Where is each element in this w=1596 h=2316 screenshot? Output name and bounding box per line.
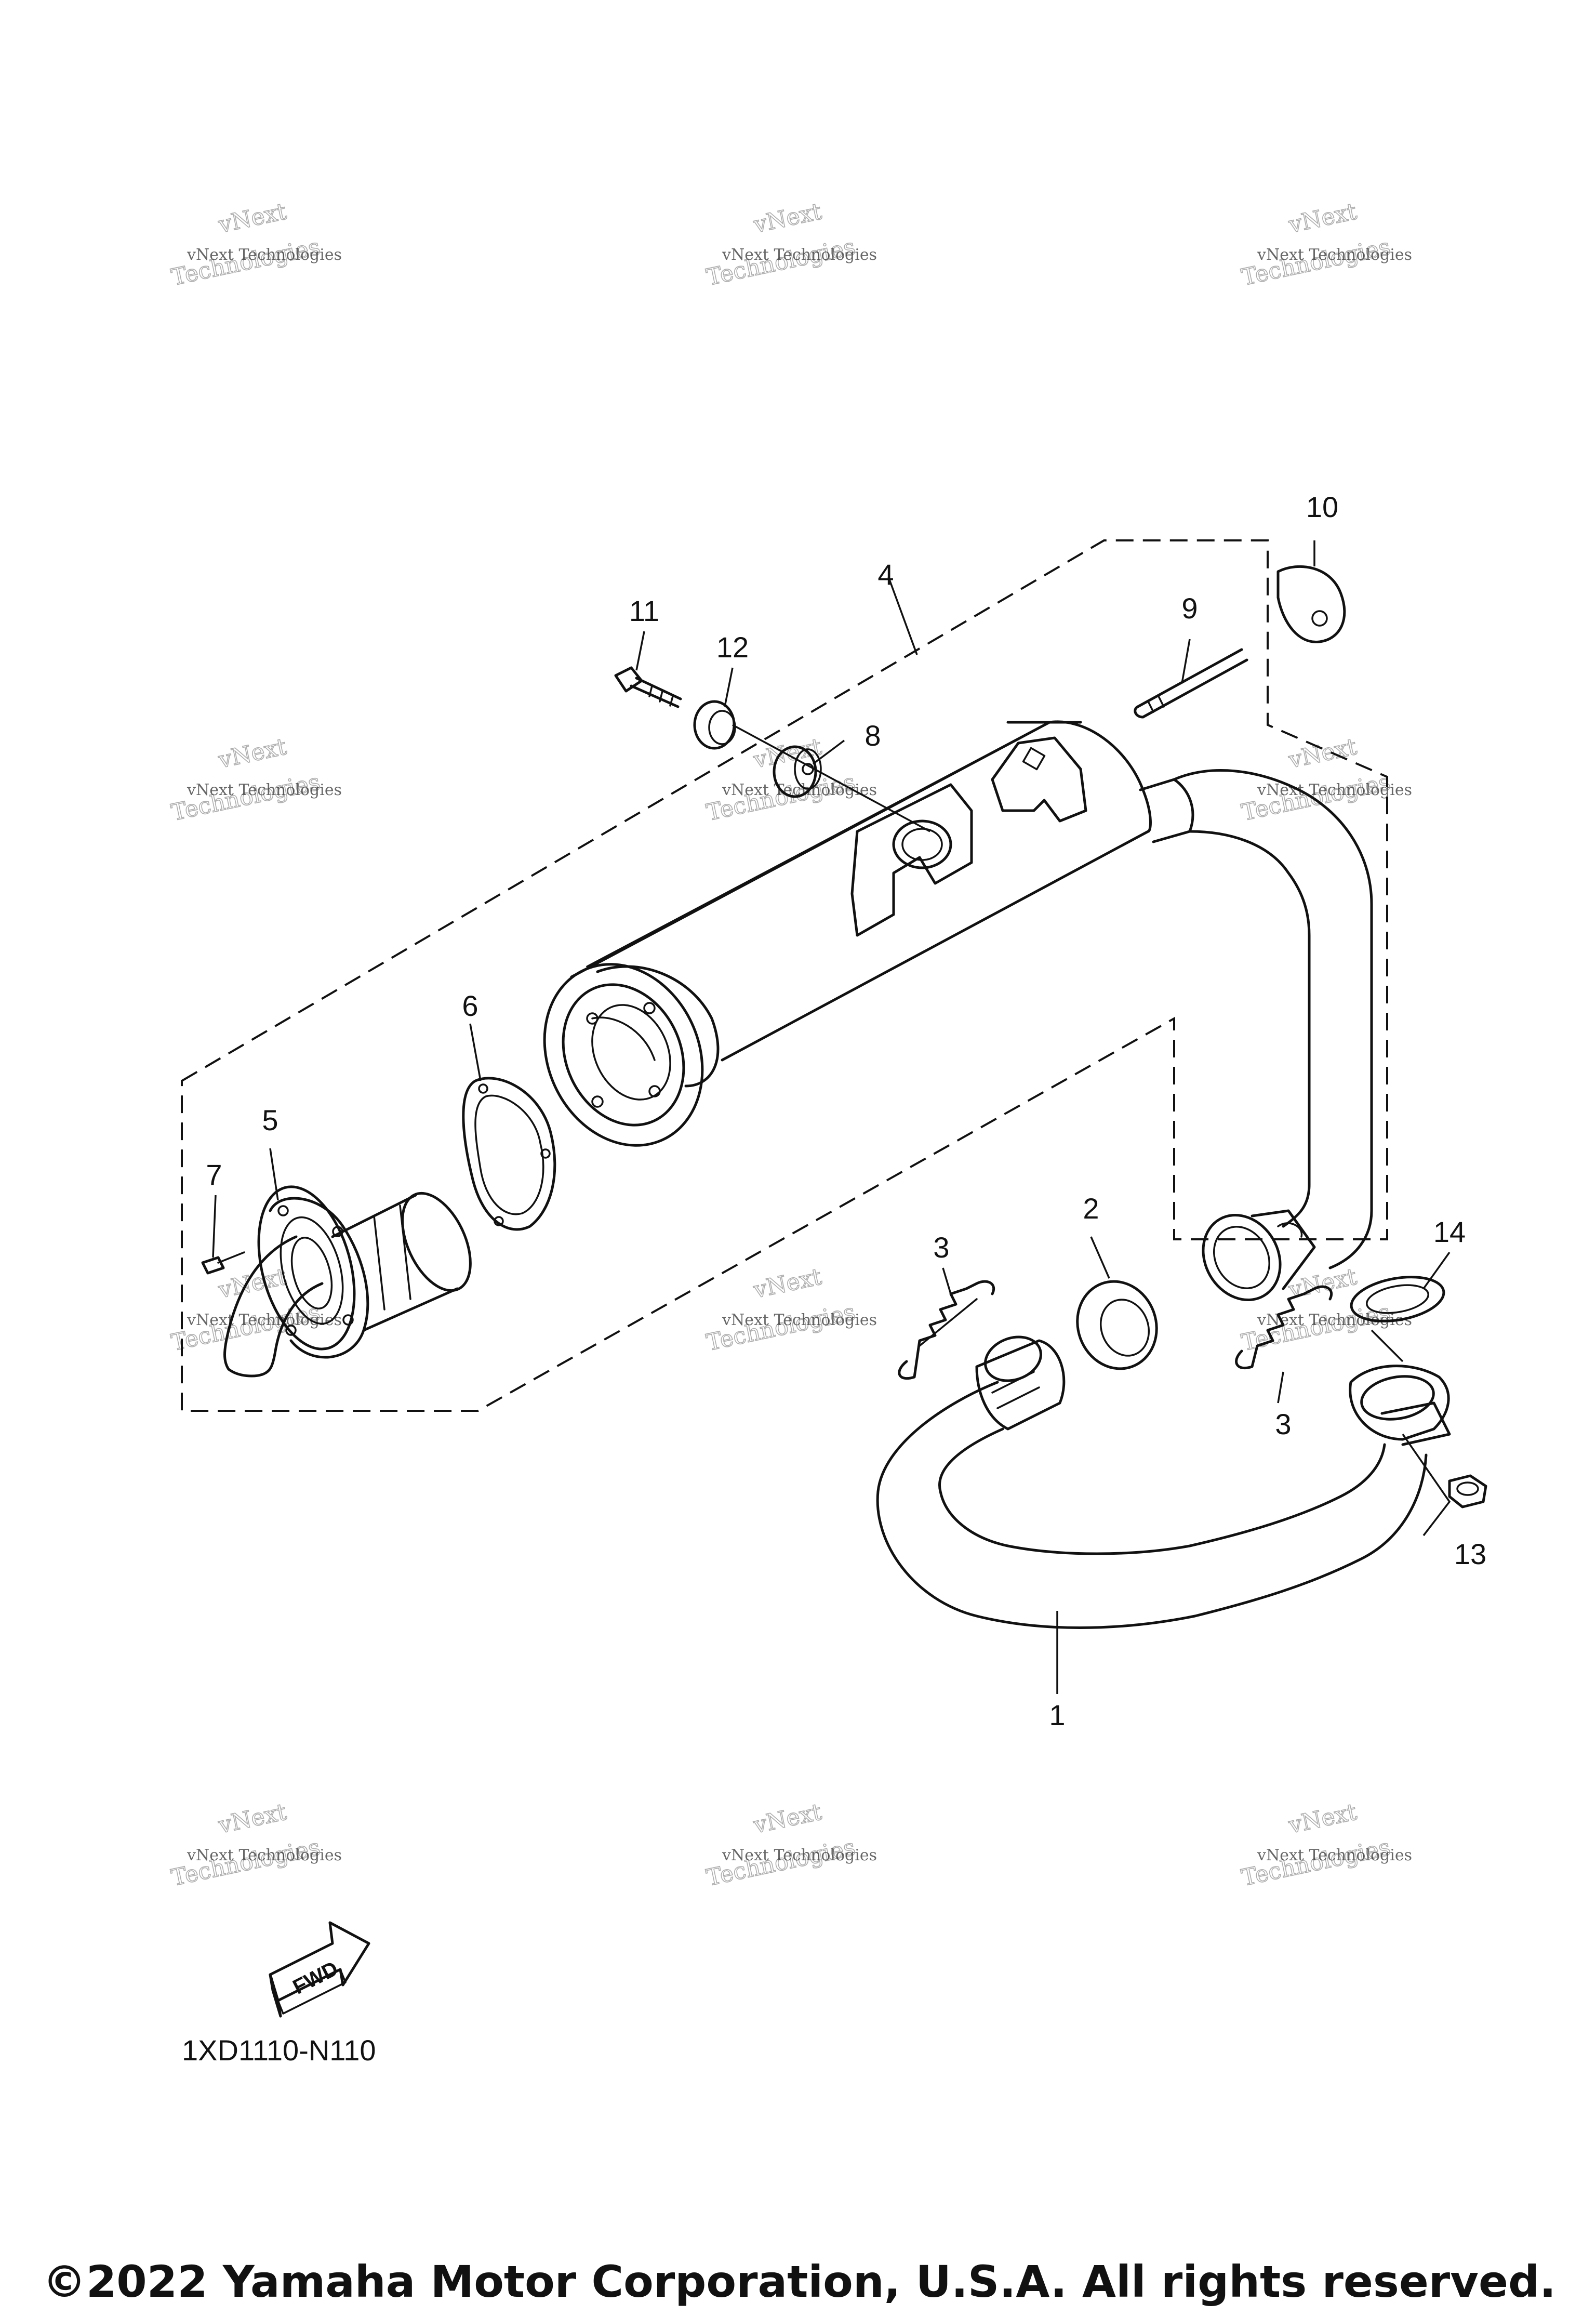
- watermark: Technologies vNext vNext Technologies: [168, 1263, 342, 1357]
- exhaust-pipe-lower: [876, 1335, 1451, 1629]
- svg-text:vNext Technologies: vNext Technologies: [187, 1846, 342, 1864]
- svg-text:vNext Technologies: vNext Technologies: [722, 246, 877, 264]
- watermark: Technologies vNext vNext Technologies: [703, 1798, 877, 1892]
- watermark: Technologies vNext vNext Technologies: [168, 733, 342, 827]
- watermark: Technologies vNext vNext Technologies: [1239, 1798, 1412, 1892]
- watermark: Technologies vNext vNext Technologies: [703, 198, 877, 292]
- callout-2: 2: [1083, 1192, 1099, 1225]
- callout-8: 8: [864, 719, 881, 752]
- svg-text:vNext Technologies: vNext Technologies: [1257, 781, 1412, 799]
- fwd-arrow-icon: FWD: [269, 1921, 370, 2018]
- gasket-part-6: [462, 1077, 556, 1231]
- spring-part-3-right: [1235, 1285, 1333, 1370]
- callout-9: 9: [1181, 592, 1198, 625]
- callout-12: 12: [716, 631, 749, 664]
- watermark: Technologies vNext vNext Technologies: [168, 1798, 342, 1892]
- callouts: 1 2 3 3 4 5 6 7 8 9 10 11 12 13 14: [206, 491, 1486, 1731]
- callout-11: 11: [629, 594, 659, 627]
- svg-text:vNext Technologies: vNext Technologies: [1257, 1846, 1412, 1864]
- callout-13: 13: [1454, 1538, 1486, 1570]
- watermark: Technologies vNext vNext Technologies: [1239, 198, 1412, 292]
- watermark: Technologies vNext vNext Technologies: [168, 198, 342, 292]
- svg-text:vNext Technologies: vNext Technologies: [722, 1846, 877, 1864]
- callout-6: 6: [462, 989, 478, 1022]
- svg-text:vNext: vNext: [216, 1798, 289, 1839]
- gasket-part-2: [1076, 1280, 1158, 1370]
- bolt-part-7: [201, 1251, 245, 1275]
- assembly-boundary-muffler: [181, 539, 1388, 1412]
- svg-text:vNext Technologies: vNext Technologies: [187, 246, 342, 264]
- collar-part-9: [1134, 648, 1248, 719]
- bolt-part-11: [614, 666, 682, 708]
- svg-text:vNext: vNext: [1286, 198, 1359, 239]
- diagram-code: 1XD1110-N110: [182, 2034, 376, 2067]
- callout-4: 4: [877, 558, 894, 591]
- exhaust-pipe-upper: [1173, 769, 1373, 1302]
- callout-1: 1: [1049, 1699, 1065, 1731]
- svg-text:vNext Technologies: vNext Technologies: [722, 1311, 877, 1329]
- svg-text:vNext: vNext: [751, 198, 824, 239]
- callout-7: 7: [206, 1158, 222, 1191]
- damper-part-10: [1276, 565, 1346, 643]
- callout-5: 5: [262, 1104, 278, 1136]
- nut-part-13: [1448, 1474, 1487, 1508]
- tail-pipe-assembly: [223, 1185, 472, 1378]
- gasket-part-14: [1350, 1276, 1445, 1322]
- svg-text:vNext: vNext: [1286, 1798, 1359, 1839]
- svg-text:vNext Technologies: vNext Technologies: [187, 781, 342, 799]
- spring-part-3-left: [898, 1280, 995, 1380]
- grommet-part-8: [773, 745, 822, 798]
- svg-text:vNext: vNext: [751, 1263, 824, 1304]
- watermarks: Technologies vNext vNext Technologies Te…: [168, 198, 1412, 1892]
- callout-14: 14: [1433, 1215, 1466, 1248]
- grommet-part-12: [693, 700, 736, 750]
- svg-text:vNext: vNext: [751, 1798, 824, 1839]
- fwd-label: FWD: [289, 1957, 342, 1999]
- callout-3-left: 3: [933, 1231, 949, 1264]
- svg-text:vNext: vNext: [216, 1263, 289, 1304]
- svg-text:vNext Technologies: vNext Technologies: [1257, 246, 1412, 264]
- leader-lines: [212, 540, 1451, 1694]
- svg-text:vNext Technologies: vNext Technologies: [187, 1311, 342, 1329]
- callout-10: 10: [1306, 491, 1338, 523]
- muffler: [543, 720, 1194, 1147]
- watermark: Technologies vNext vNext Technologies: [703, 1263, 877, 1357]
- callout-3-right: 3: [1275, 1408, 1291, 1440]
- svg-text:vNext: vNext: [216, 198, 289, 239]
- svg-text:vNext: vNext: [1286, 733, 1359, 774]
- svg-text:vNext: vNext: [216, 733, 289, 774]
- copyright-notice: ©2022 Yamaha Motor Corporation, U.S.A. A…: [43, 2256, 1556, 2307]
